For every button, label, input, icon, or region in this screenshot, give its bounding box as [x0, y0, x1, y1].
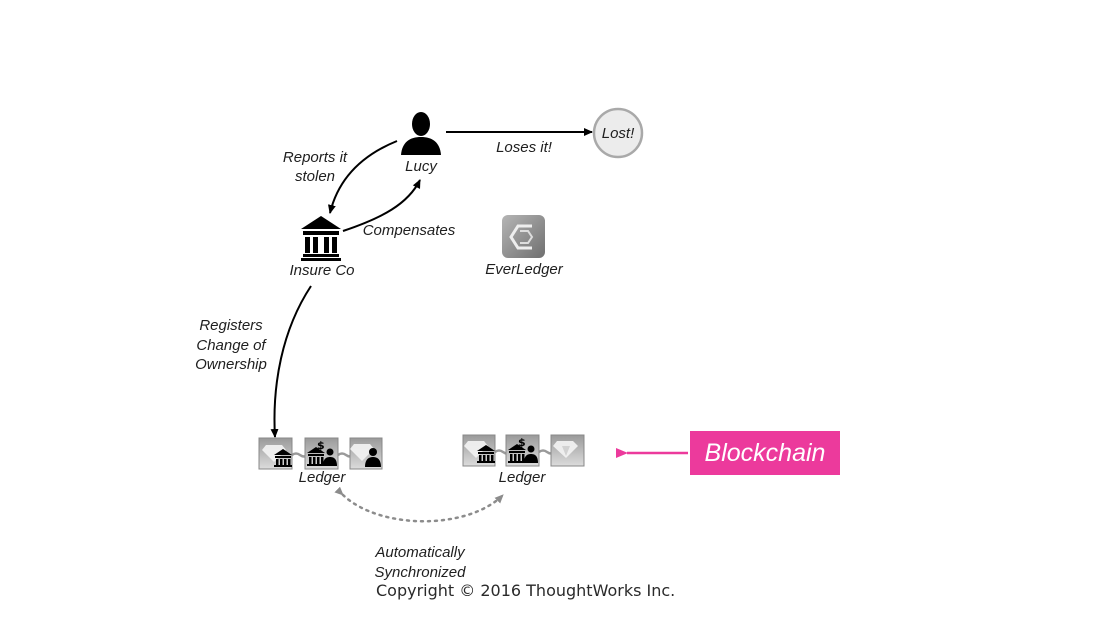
registers-label-3: Ownership	[195, 356, 267, 373]
block-tile: $	[304, 437, 339, 470]
bank-icon	[508, 444, 526, 463]
block-tile	[550, 434, 585, 467]
money-icon: $	[317, 439, 325, 452]
everledger-logo-icon	[502, 215, 545, 258]
ledger-chain-left: $	[258, 437, 383, 470]
everledger-label: EverLedger	[485, 261, 563, 278]
compensates-label: Compensates	[362, 222, 456, 239]
block-tile: $	[505, 434, 540, 467]
sync-label-1: Automatically	[375, 544, 465, 561]
block-tile	[349, 437, 383, 470]
loses-it-label: Loses it!	[496, 139, 552, 156]
registers-label-2: Change of	[196, 337, 266, 354]
money-icon: $	[518, 436, 526, 449]
blockchain-callout: Blockchain	[690, 431, 840, 475]
lost-node	[592, 107, 644, 159]
bank-icon	[301, 216, 341, 261]
bank-icon	[274, 449, 292, 467]
bank-icon	[307, 447, 325, 466]
reports-stolen-label-2: stolen	[294, 168, 336, 185]
ledger-right-label: Ledger	[498, 469, 546, 486]
sync-arrow	[334, 486, 505, 523]
lucy-label: Lucy	[405, 158, 437, 175]
sync-label-2: Synchronized	[374, 564, 466, 581]
registers-label-1: Registers	[199, 317, 263, 334]
registers-ownership-arrow	[270, 285, 312, 438]
person-icon	[323, 448, 337, 466]
block-tile	[462, 434, 496, 467]
insure-co-label: Insure Co	[289, 262, 355, 279]
person-icon	[401, 112, 441, 155]
block-tile	[258, 437, 293, 470]
bank-icon	[477, 445, 495, 463]
lost-label: Lost!	[601, 125, 635, 142]
person-icon	[365, 448, 381, 467]
person-icon	[524, 445, 538, 463]
copyright-footer: Copyright © 2016 ThoughtWorks Inc.	[376, 581, 676, 600]
ledger-left-label: Ledger	[298, 469, 346, 486]
ledger-chain-right: $	[462, 434, 585, 467]
reports-stolen-arrow	[328, 140, 398, 214]
compensates-arrow	[342, 179, 421, 232]
reports-stolen-label-1: Reports it	[282, 149, 348, 166]
